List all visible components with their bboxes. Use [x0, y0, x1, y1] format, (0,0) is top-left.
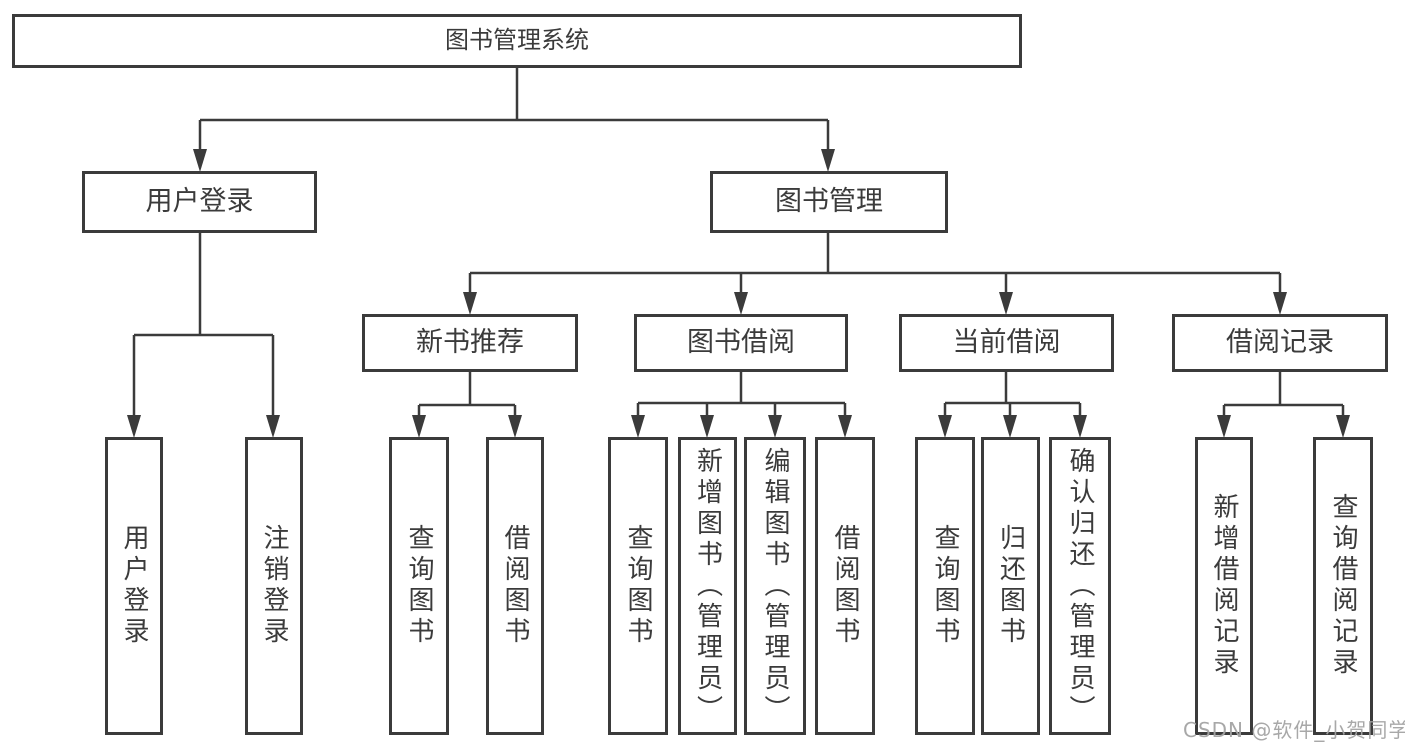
- node-label: 确认归还（管理员）: [1065, 446, 1095, 726]
- node-label: 当前借阅: [952, 327, 1061, 359]
- node-label: 新书推荐: [416, 327, 524, 359]
- node-current-borrowing: 当前借阅: [899, 314, 1114, 372]
- node-label: 查询图书: [930, 524, 960, 648]
- leaf-query-books-borrowing: 查询图书: [608, 437, 668, 735]
- node-label: 注销登录: [259, 524, 289, 648]
- node-borrowing-records: 借阅记录: [1172, 314, 1388, 372]
- node-label: 借阅记录: [1226, 327, 1334, 359]
- node-label: 用户登录: [119, 524, 149, 648]
- leaf-return-books: 归还图书: [981, 437, 1040, 735]
- node-library-management-system: 图书管理系统: [12, 14, 1022, 68]
- node-user-login-branch: 用户登录: [82, 171, 317, 233]
- leaf-borrow-books-recommend: 借阅图书: [486, 437, 544, 735]
- leaf-user-login: 用户登录: [105, 437, 163, 735]
- arrowheads: [127, 149, 1350, 438]
- leaf-add-books-admin: 新增图书（管理员）: [678, 437, 737, 735]
- node-label: 新增图书（管理员）: [692, 446, 723, 726]
- node-label: 借阅图书: [500, 524, 530, 648]
- node-label: 归还图书: [995, 524, 1026, 648]
- node-book-management-branch: 图书管理: [710, 171, 948, 233]
- node-label: 借阅图书: [830, 524, 860, 648]
- leaf-edit-books-admin: 编辑图书（管理员）: [744, 437, 806, 735]
- node-book-borrowing: 图书借阅: [634, 314, 848, 372]
- node-label: 图书借阅: [687, 327, 795, 359]
- node-label: 查询图书: [404, 524, 434, 648]
- node-label: 图书管理: [775, 186, 883, 218]
- node-label: 查询图书: [623, 524, 653, 648]
- node-label: 新增借阅记录: [1209, 493, 1239, 679]
- leaf-confirm-return-admin: 确认归还（管理员）: [1049, 437, 1111, 735]
- leaf-borrow-books-borrowing: 借阅图书: [815, 437, 875, 735]
- node-label: 编辑图书（管理员）: [760, 446, 790, 726]
- node-label: 图书管理系统: [445, 26, 589, 55]
- leaf-query-books-recommend: 查询图书: [389, 437, 449, 735]
- leaf-query-borrow-record: 查询借阅记录: [1313, 437, 1373, 735]
- csdn-watermark: CSDN @软件_小贺同学: [1183, 718, 1405, 742]
- leaf-query-books-current: 查询图书: [915, 437, 975, 735]
- leaf-logout: 注销登录: [245, 437, 303, 735]
- node-new-book-recommend: 新书推荐: [362, 314, 578, 372]
- node-label: 查询借阅记录: [1328, 493, 1358, 679]
- node-label: 用户登录: [145, 186, 254, 218]
- leaf-add-borrow-record: 新增借阅记录: [1195, 437, 1253, 735]
